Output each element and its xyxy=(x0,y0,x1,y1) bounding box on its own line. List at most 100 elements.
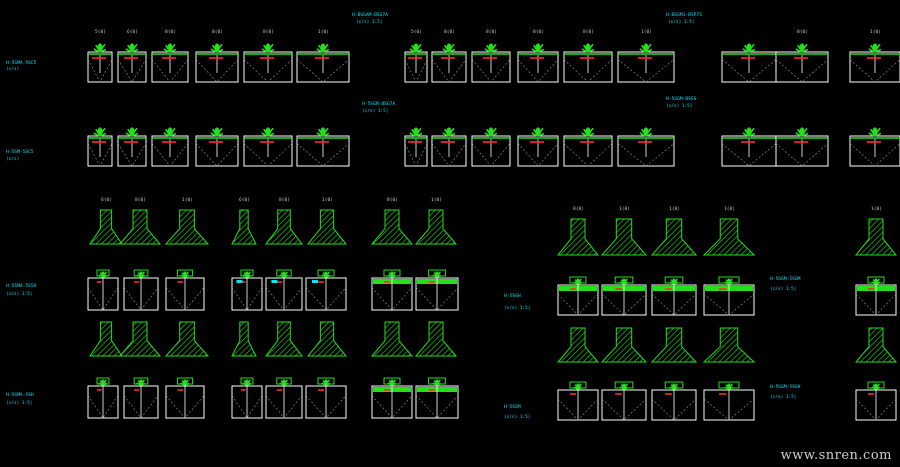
plant-icon xyxy=(316,43,330,53)
crown-box xyxy=(718,381,740,389)
dim-guide xyxy=(404,59,428,83)
plant-body xyxy=(799,43,805,52)
dimension-label: 1(0) xyxy=(641,29,652,35)
planter-box-detail xyxy=(195,127,239,167)
planter-plan-detail xyxy=(305,377,347,419)
dimension-label: 1(0) xyxy=(619,206,630,212)
foundation-hatch xyxy=(414,321,458,357)
planter-box-detail xyxy=(617,43,675,83)
note-row2-a-unit: (c/s) xyxy=(6,156,19,162)
plant-icon xyxy=(93,43,107,53)
dimension-label: 8(0) xyxy=(387,197,398,203)
crown-box xyxy=(276,377,292,385)
plant-body xyxy=(746,43,752,52)
crown-box xyxy=(96,377,110,385)
plant-icon xyxy=(581,127,595,137)
foundation-section xyxy=(414,209,458,245)
blue-marker xyxy=(271,280,278,283)
foundation-section xyxy=(600,218,648,256)
planter-plan-detail xyxy=(703,381,755,421)
plant-icon xyxy=(531,43,545,53)
foundation-hatch xyxy=(650,218,698,256)
plant-body xyxy=(167,127,173,136)
foundation-hatch xyxy=(854,218,898,256)
planter-box-detail xyxy=(404,127,428,167)
foundation-section xyxy=(370,209,414,245)
dim-guide xyxy=(165,395,205,419)
planter-plan-detail xyxy=(557,381,599,421)
planter-plan-detail xyxy=(651,276,697,316)
planter-plan-detail xyxy=(87,269,119,311)
plant-body xyxy=(535,43,541,52)
note-lower-right-d: H-5SGM-5SGH xyxy=(770,384,801,390)
planter-box-detail xyxy=(296,43,350,83)
foundation-section xyxy=(89,321,123,357)
planter-plan-detail xyxy=(371,269,413,311)
foundation-section xyxy=(164,321,210,357)
note-lower-a-sub: (c/s) 1:5| xyxy=(6,291,32,297)
plant-body xyxy=(643,127,649,136)
dimension-label: 6(0) xyxy=(239,197,250,203)
plant-icon xyxy=(261,43,275,53)
plant-body xyxy=(643,43,649,52)
planter-box-detail xyxy=(431,43,467,83)
crown-box xyxy=(240,269,254,277)
header-row2-b-sub: (c/s) 1:5| xyxy=(362,108,388,114)
foundation-section xyxy=(650,218,698,256)
crown-box xyxy=(317,377,335,385)
dim-guide xyxy=(855,293,897,316)
foundation-hatch xyxy=(306,321,348,357)
dim-guide xyxy=(87,287,119,311)
planter-box-detail xyxy=(87,127,113,167)
planter-box-detail xyxy=(471,43,511,83)
dim-guide xyxy=(123,395,159,419)
dim-guide xyxy=(775,59,829,83)
planter-box-detail xyxy=(117,127,147,167)
crown-box xyxy=(428,269,446,277)
header-row1-b-sub: (c/s) 1:5| xyxy=(356,19,382,25)
foundation-section xyxy=(231,209,257,245)
planter-box-detail xyxy=(849,127,900,167)
note-lower-b-sub: (c/s) 1:5| xyxy=(6,400,32,406)
plant-icon xyxy=(125,127,139,137)
dim-guide xyxy=(431,59,467,83)
dimension-label: 8(0) xyxy=(533,29,544,35)
blue-marker xyxy=(236,280,243,283)
foundation-hatch xyxy=(89,209,123,245)
note-lower-right-a: H-5SGH xyxy=(504,293,521,299)
foundation-section xyxy=(702,327,756,363)
plant-body xyxy=(265,127,271,136)
dim-guide xyxy=(87,395,119,419)
plant-body xyxy=(129,127,135,136)
foundation-section xyxy=(118,209,162,245)
dim-guide xyxy=(231,287,263,311)
planter-plan-detail xyxy=(855,276,897,316)
plant-body xyxy=(535,127,541,136)
dim-guide xyxy=(563,59,613,83)
foundation-hatch xyxy=(556,218,600,256)
planter-box-detail xyxy=(517,127,559,167)
plant-body xyxy=(746,127,752,136)
foundation-section xyxy=(306,321,348,357)
dim-guide xyxy=(243,143,293,167)
crown-box xyxy=(867,381,885,389)
planter-box-detail xyxy=(517,43,559,83)
note-lower-right-c: H-5SGM xyxy=(504,404,521,410)
planter-plan-detail xyxy=(557,276,599,316)
dimension-label: 8(0) xyxy=(165,29,176,35)
foundation-hatch xyxy=(370,321,414,357)
planter-box-detail xyxy=(721,43,777,83)
watermark: www.snren.com xyxy=(780,448,892,463)
plant-icon xyxy=(742,43,756,53)
note-lower-a: H-5SMA-5S5H xyxy=(6,283,37,289)
plant-body xyxy=(872,43,878,52)
plant-icon xyxy=(210,43,224,53)
foundation-hatch xyxy=(702,218,756,256)
planter-plan-detail xyxy=(855,381,897,421)
planter-plan-detail xyxy=(231,269,263,311)
planter-plan-detail xyxy=(371,377,413,419)
foundation-section xyxy=(600,327,648,363)
foundation-section xyxy=(414,321,458,357)
header-row1-c: H-BSGM1-BSP7S xyxy=(666,12,702,18)
plant-body xyxy=(214,127,220,136)
